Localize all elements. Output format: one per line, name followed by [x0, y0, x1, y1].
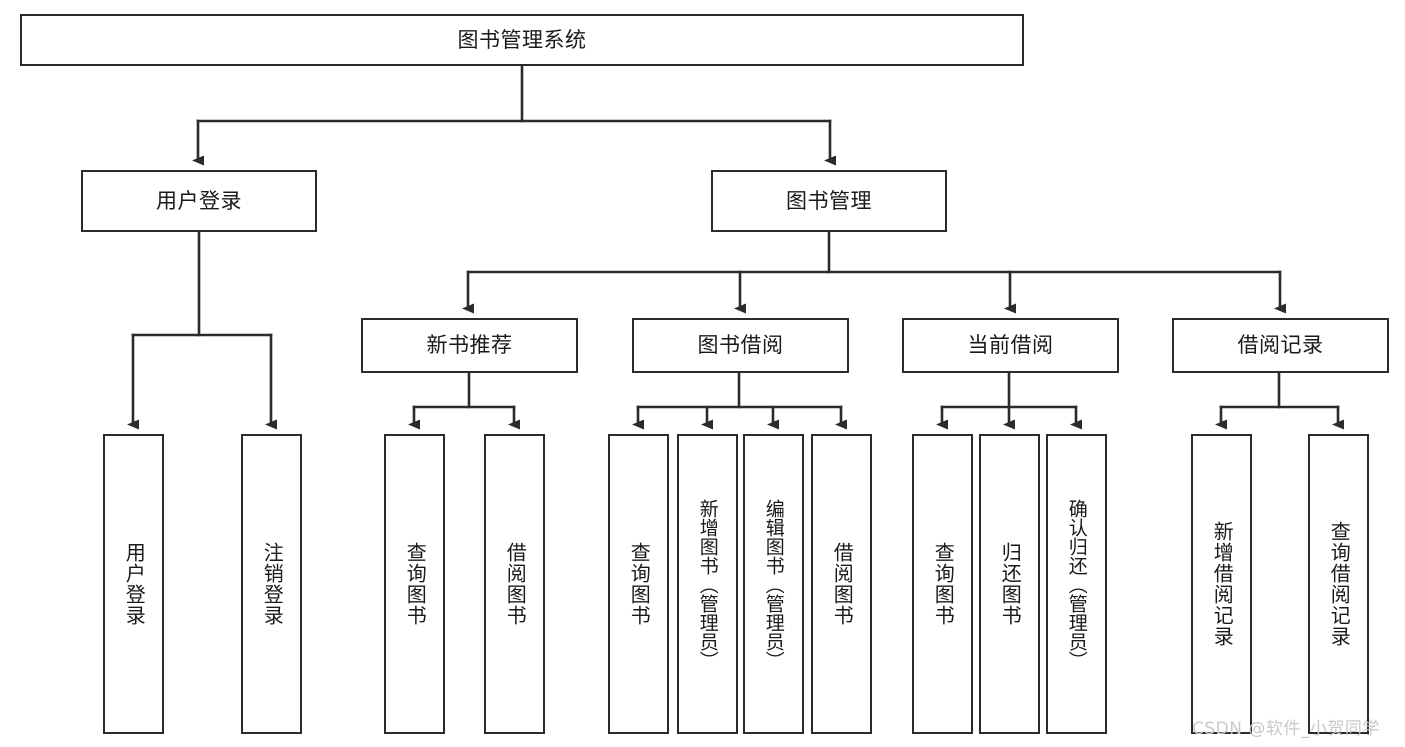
leaf-book-borrow-4-label: 借阅图书: [830, 542, 855, 626]
leaf-current-borrow-3[interactable]: 确认归还（管理员）: [1046, 434, 1107, 734]
leaf-current-borrow-1[interactable]: 查询图书: [912, 434, 973, 734]
leaf-user-login-2-label: 注销登录: [260, 542, 285, 626]
leaf-book-borrow-1[interactable]: 查询图书: [608, 434, 669, 734]
leaf-current-borrow-3-label: 确认归还（管理员）: [1065, 498, 1088, 670]
node-user-login[interactable]: 用户登录: [81, 170, 317, 232]
leaf-user-login-1[interactable]: 用户登录: [103, 434, 164, 734]
node-current-borrow[interactable]: 当前借阅: [902, 318, 1119, 373]
leaf-book-borrow-4[interactable]: 借阅图书: [811, 434, 872, 734]
leaf-book-borrow-3[interactable]: 编辑图书（管理员）: [743, 434, 804, 734]
node-new-book-recommend[interactable]: 新书推荐: [361, 318, 578, 373]
leaf-borrow-record-2-label: 查询借阅记录: [1327, 521, 1352, 647]
node-new-book-recommend-label: 新书推荐: [426, 333, 513, 358]
leaf-book-borrow-2-label: 新增图书（管理员）: [696, 498, 719, 670]
leaf-current-borrow-1-label: 查询图书: [931, 542, 956, 626]
leaf-new-book-2[interactable]: 借阅图书: [484, 434, 545, 734]
leaf-book-borrow-1-label: 查询图书: [627, 542, 652, 626]
leaf-book-borrow-2[interactable]: 新增图书（管理员）: [677, 434, 738, 734]
leaf-user-login-1-label: 用户登录: [122, 542, 147, 626]
node-book-management[interactable]: 图书管理: [711, 170, 947, 232]
leaf-current-borrow-2[interactable]: 归还图书: [979, 434, 1040, 734]
leaf-current-borrow-2-label: 归还图书: [998, 542, 1023, 626]
leaf-new-book-1-label: 查询图书: [403, 542, 428, 626]
leaf-borrow-record-1[interactable]: 新增借阅记录: [1191, 434, 1252, 734]
leaf-borrow-record-2[interactable]: 查询借阅记录: [1308, 434, 1369, 734]
leaf-new-book-1[interactable]: 查询图书: [384, 434, 445, 734]
node-root-system-label: 图书管理系统: [457, 27, 587, 52]
leaf-book-borrow-3-label: 编辑图书（管理员）: [762, 498, 785, 670]
node-borrow-record[interactable]: 借阅记录: [1172, 318, 1389, 373]
node-root-system[interactable]: 图书管理系统: [20, 14, 1024, 66]
node-book-borrow-label: 图书借阅: [697, 333, 784, 358]
node-user-login-label: 用户登录: [156, 188, 242, 213]
node-borrow-record-label: 借阅记录: [1237, 333, 1324, 358]
watermark-text: CSDN @软件_小贺同学: [1192, 719, 1380, 739]
leaf-user-login-2[interactable]: 注销登录: [241, 434, 302, 734]
node-book-borrow[interactable]: 图书借阅: [632, 318, 849, 373]
node-current-borrow-label: 当前借阅: [967, 333, 1054, 358]
leaf-borrow-record-1-label: 新增借阅记录: [1210, 521, 1235, 647]
leaf-new-book-2-label: 借阅图书: [503, 542, 528, 626]
node-book-management-label: 图书管理: [786, 188, 872, 213]
